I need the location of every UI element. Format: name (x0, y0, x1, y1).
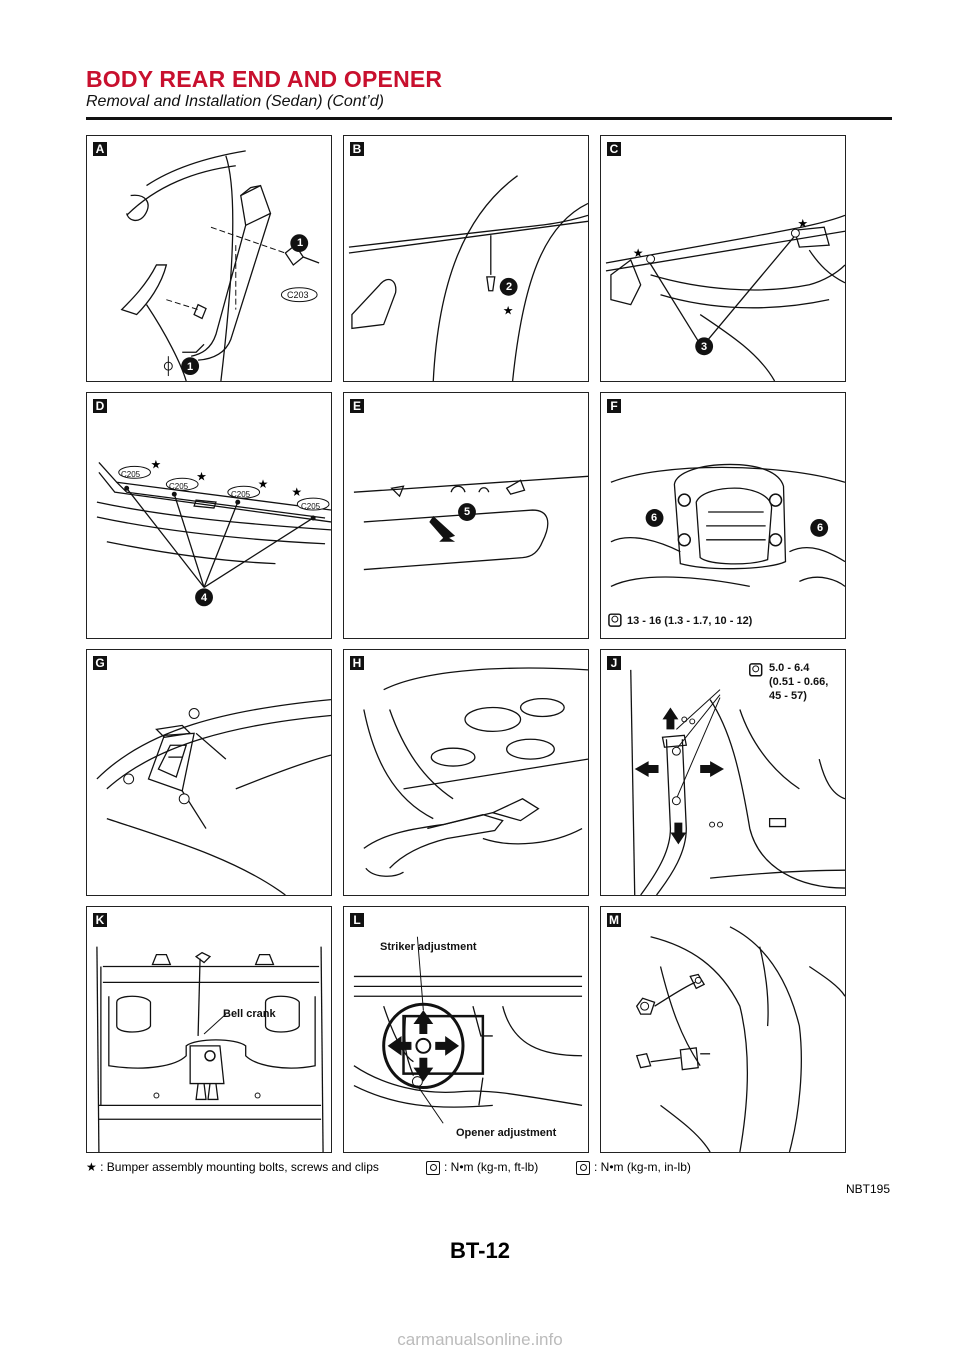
callout-1-bottom: 1 (187, 361, 194, 373)
panel-k: K Bell crank (86, 906, 332, 1153)
header-rule (86, 117, 892, 120)
panel-d-label: D (93, 399, 107, 413)
torque-wrench-icon (426, 1160, 440, 1175)
legend: ★ : Bumper assembly mounting bolts, scre… (86, 1160, 846, 1180)
callout-1-top: 1 (297, 237, 304, 249)
page-header: BODY REAR END AND OPENER Removal and Ins… (86, 66, 892, 112)
panel-j-illustration (630, 663, 845, 895)
panel-m: M (600, 906, 846, 1153)
panel-m-label: M (607, 913, 621, 927)
callout-2: 2 (506, 281, 513, 293)
torque-spec-j-line2: (0.51 - 0.66, (769, 676, 829, 688)
panel-e-illustration (353, 475, 588, 571)
legend-star: ★ : Bumper assembly mounting bolts, scre… (86, 1160, 379, 1174)
callout-6-left: 6 (651, 512, 658, 524)
illustration-grid: A 1 1 C203 ★ B 2 (86, 135, 846, 1153)
reference-code: NBT195 (845, 1182, 890, 1196)
panel-a: A 1 1 C203 (86, 135, 332, 382)
legend-torque-inlb-text: : N•m (kg-m, in-lb) (594, 1160, 691, 1174)
page-subtitle: Removal and Installation (Sedan) (Cont’d… (86, 93, 384, 110)
panel-f: F 6 6 13 - 16 (1.3 - 1.7, 10 - 12) (600, 392, 846, 639)
page-number: BT-12 (450, 1238, 510, 1263)
torque-spec-j-line3: 45 - 57) (769, 690, 807, 702)
svg-text:★: ★ (150, 457, 161, 471)
panel-h: H (343, 649, 589, 896)
panel-m-illustration (635, 926, 845, 1152)
svg-text:★: ★ (797, 216, 808, 230)
panel-l-label: L (350, 913, 364, 927)
panel-l-illustration (353, 936, 583, 1124)
svg-text:★: ★ (503, 304, 514, 318)
panel-j-label: J (607, 656, 621, 670)
connector-c205-2: C205 (169, 482, 189, 491)
panel-b-illustration: ★ (348, 175, 588, 381)
panel-l: L Striker adjustment Opener adjustment (343, 906, 589, 1153)
panel-k-illustration (96, 946, 324, 1152)
opener-adjustment-label: Opener adjustment (456, 1127, 557, 1139)
panel-c: ★ ★ C 3 (600, 135, 846, 382)
panel-h-illustration (363, 667, 588, 877)
panel-a-label: A (93, 142, 107, 156)
callout-3: 3 (701, 341, 708, 353)
connector-c205-3: C205 (231, 490, 251, 499)
torque-spec-f: 13 - 16 (1.3 - 1.7, 10 - 12) (627, 615, 753, 627)
panel-d: ★ ★ ★ ★ D C205 C205 C205 C205 4 (86, 392, 332, 639)
watermark: carmanualsonline.info (397, 1330, 563, 1349)
legend-torque-ftlb: : N•m (kg-m, ft-lb) (426, 1160, 538, 1175)
panel-h-label: H (350, 656, 364, 670)
svg-text:★: ★ (196, 469, 207, 483)
bell-crank-label: Bell crank (223, 1008, 276, 1020)
panel-f-illustration (608, 463, 845, 627)
connector-c205-4: C205 (301, 502, 321, 511)
torque-wrench-inlb-icon (576, 1160, 590, 1175)
panel-g-illustration (96, 698, 331, 895)
panel-d-illustration: ★ ★ ★ ★ (96, 457, 331, 607)
panel-a-illustration (120, 150, 320, 381)
panel-e: E 5 (343, 392, 589, 639)
svg-text:★: ★ (633, 246, 644, 260)
panel-g: G (86, 649, 332, 896)
torque-spec-j-line1: 5.0 - 6.4 (769, 662, 810, 674)
star-icon: ★ (86, 1160, 97, 1174)
svg-text:★: ★ (291, 485, 302, 499)
panel-c-label: C (607, 142, 621, 156)
legend-torque-inlb: : N•m (kg-m, in-lb) (576, 1160, 691, 1175)
panel-k-label: K (93, 913, 107, 927)
legend-torque-ftlb-text: : N•m (kg-m, ft-lb) (444, 1160, 539, 1174)
panel-e-label: E (350, 399, 364, 413)
page-title: BODY REAR END AND OPENER (86, 66, 443, 92)
connector-c205-1: C205 (121, 470, 141, 479)
legend-star-text: : Bumper assembly mounting bolts, screws… (100, 1160, 379, 1174)
panel-b-label: B (350, 142, 364, 156)
striker-adjustment-label: Striker adjustment (380, 941, 477, 953)
callout-4: 4 (201, 592, 208, 604)
connector-c203: C203 (287, 290, 309, 300)
svg-text:★: ★ (258, 477, 269, 491)
panel-b: ★ B 2 (343, 135, 589, 382)
panel-g-label: G (93, 656, 107, 670)
callout-6-right: 6 (817, 522, 824, 534)
callout-5: 5 (464, 506, 471, 518)
panel-f-label: F (607, 399, 621, 413)
panel-c-illustration: ★ ★ (605, 214, 845, 381)
panel-j: J 5.0 - 6.4 (0.51 - 0.66, 45 - 57) (600, 649, 846, 896)
